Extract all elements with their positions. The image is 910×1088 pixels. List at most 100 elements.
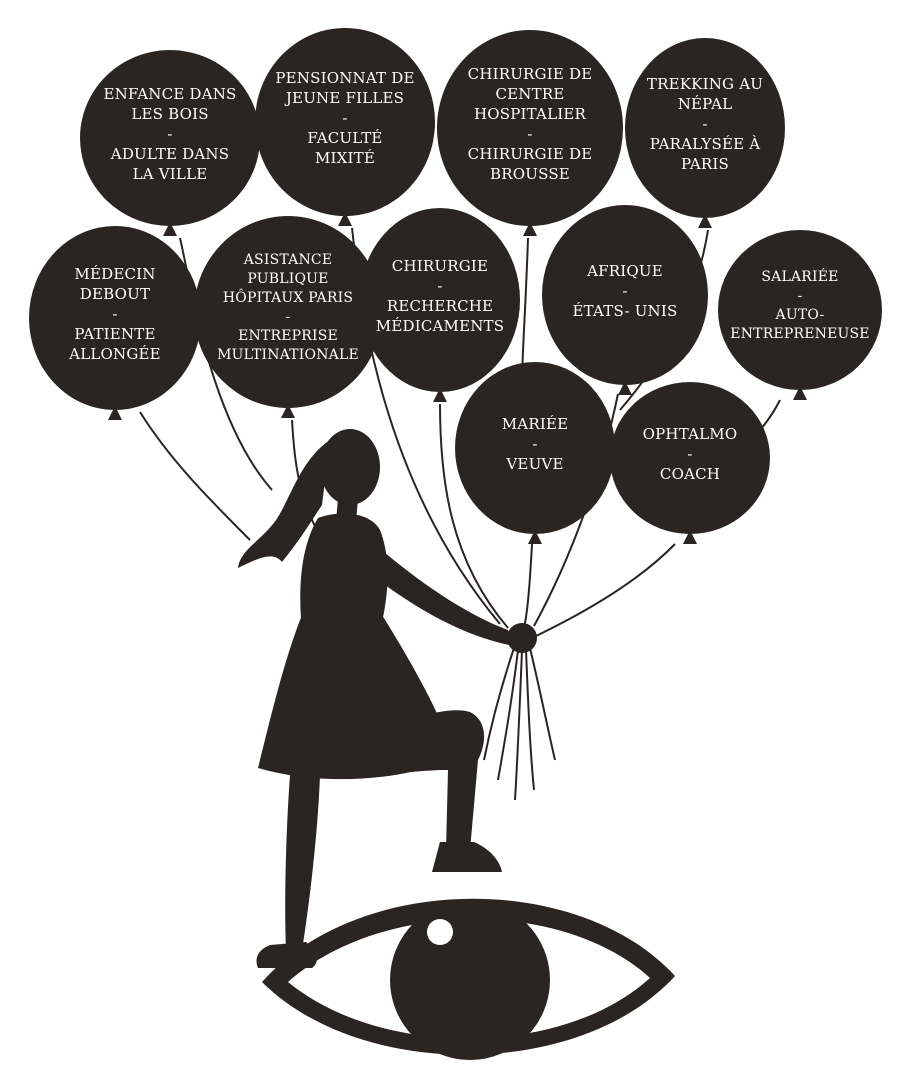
balloon-label: MARIÉE-VEUVE (502, 414, 569, 474)
balloon-string (521, 237, 529, 381)
balloon-separator: - (167, 125, 173, 143)
balloon-text-line: COACH (659, 465, 721, 483)
balloon-separator: - (437, 277, 443, 295)
balloon-text-line: FACULTÉ (307, 129, 383, 147)
woman-silhouette (238, 429, 537, 968)
balloon-knot (281, 404, 295, 418)
balloon-body (718, 230, 882, 390)
balloon-string (529, 647, 556, 761)
balloon-body (255, 28, 435, 216)
balloon-text-line: DEBOUT (79, 285, 151, 303)
balloon-text-line: ENFANCE DANS (103, 85, 237, 103)
balloon-string (525, 649, 535, 791)
balloon-separator: - (285, 309, 291, 325)
balloon (80, 50, 260, 236)
balloon-string (523, 543, 533, 629)
balloon-text-line: PATIENTE (74, 325, 156, 343)
balloon-body (437, 30, 623, 226)
balloon-text-line: ADULTE DANS (110, 145, 230, 163)
balloon (194, 216, 382, 418)
balloon-body (455, 362, 615, 534)
balloon-separator: - (797, 288, 803, 304)
balloon-knot (683, 530, 697, 544)
balloon-string (514, 649, 523, 801)
balloon-text-line: ASISTANCE (243, 252, 333, 268)
balloon-body (360, 208, 520, 392)
balloon-text-line: CHIRURGIE (391, 257, 489, 275)
balloon-label: TREKKING AU NÉPAL - PARALYSÉE À PARIS (647, 74, 763, 174)
balloon-string (535, 543, 676, 637)
balloon (29, 226, 201, 420)
balloon-text-line: BROUSSE (490, 165, 570, 183)
balloon-string (497, 649, 519, 781)
balloon-label: AFRIQUE - ÉTATS- UNIS (573, 261, 678, 321)
balloon-knot (528, 530, 542, 544)
balloon-text-line: CHIRURGIE DE (467, 145, 593, 163)
balloon (455, 362, 615, 544)
balloon-text-line: PARIS (680, 155, 730, 173)
eye-highlight (427, 919, 453, 945)
balloon-shapes (29, 28, 882, 544)
balloon-label: ENFANCE DANS LES BOIS - ADULTE DANS LA VILLE (104, 84, 237, 184)
balloon-string (483, 647, 515, 761)
balloon-body (29, 226, 201, 410)
balloon-separator: - (532, 435, 538, 453)
balloon-text-line: LA VILLE (132, 165, 208, 183)
balloon-text-line: SALARIÉE (761, 269, 839, 285)
balloon-knot (433, 388, 447, 402)
balloon-text-line: HÔPITAUX PARIS (222, 290, 354, 306)
balloon-text-line: ENTREPRISE (238, 328, 338, 344)
balloon-text-line: OPHTALMO (642, 425, 738, 443)
balloon-body (625, 38, 785, 218)
balloon-knot (163, 222, 177, 236)
balloon-label: PENSIONNAT DE JEUNE FILLES - FACULTÉ MIXITÉ (275, 68, 414, 168)
balloon-separator: - (112, 305, 118, 323)
balloon-text-line: JEUNE FILLES (285, 89, 405, 107)
balloon-text-line: AFRIQUE (587, 262, 663, 280)
balloon-text-line: MULTINATIONALE (217, 347, 359, 363)
balloon-body (80, 50, 260, 226)
balloon-knot (108, 406, 122, 420)
balloon-text-line: HOSPITALIER (473, 105, 587, 123)
balloon-knot (698, 214, 712, 228)
balloon-body (194, 216, 382, 408)
balloon-knot (523, 222, 537, 236)
balloon-text-line: PENSIONNAT DE (275, 69, 415, 87)
balloon-separator: - (622, 282, 628, 300)
balloon-text-line: MIXITÉ (314, 149, 376, 167)
balloon-label: CHIRURGIE - RECHERCHE MÉDICAMENTS (376, 256, 504, 336)
balloon-text-line: AUTO- (775, 307, 825, 323)
balloon-separator: - (702, 115, 708, 133)
balloon-body (610, 382, 770, 534)
balloon-separator: - (687, 445, 693, 463)
balloon-text-line: ENTREPRENEUSE (730, 326, 870, 342)
balloon-text-line: VEUVE (506, 455, 564, 473)
balloon (437, 30, 623, 236)
balloon-text-line: PARALYSÉE À (649, 135, 761, 153)
balloon-separator: - (342, 109, 348, 127)
balloon-body (542, 205, 708, 385)
balloon-text-line: MÉDICAMENTS (375, 317, 505, 335)
balloon-text-line: LES BOIS (131, 105, 209, 123)
balloon-knot (793, 386, 807, 400)
balloon (625, 38, 785, 228)
balloon-knot (618, 381, 632, 395)
balloon-text-line: RECHERCHE (386, 297, 494, 315)
balloon (255, 28, 435, 226)
eye-icon (262, 898, 675, 1060)
balloon-text-line: PUBLIQUE (247, 271, 329, 287)
balloon-text-line: CENTRE (495, 85, 565, 103)
balloon-knot (338, 212, 352, 226)
balloon-text-line: NÉPAL (677, 95, 733, 113)
balloon-label: OPHTALMO - COACH (643, 424, 738, 484)
balloon-text-line: TREKKING AU (646, 75, 764, 93)
balloon (718, 230, 882, 400)
balloon-string (139, 411, 251, 541)
balloon-text-line: ÉTATS- UNIS (572, 302, 678, 320)
balloon-text-line: CHIRURGIE DE (467, 65, 593, 83)
balloon (360, 208, 520, 402)
